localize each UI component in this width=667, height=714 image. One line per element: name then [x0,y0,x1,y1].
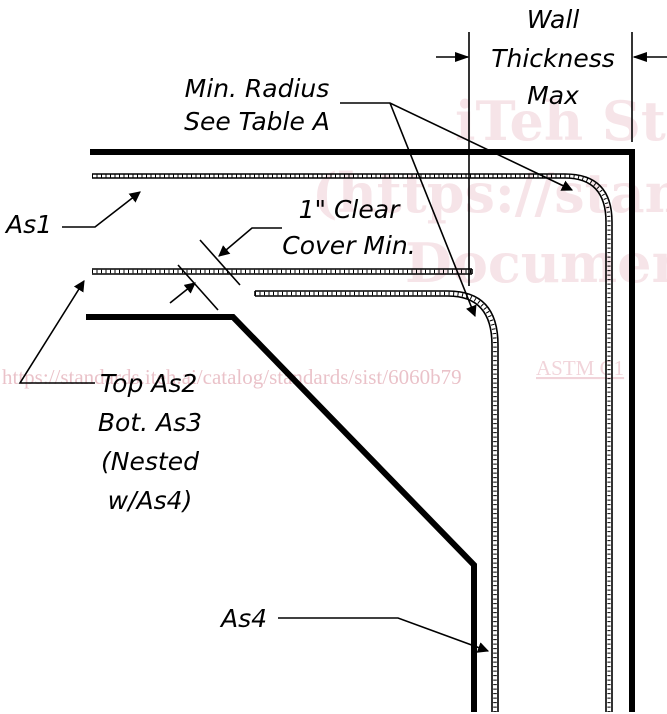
wall-thickness-dimension [436,32,667,286]
nested-label-line-2: w/As4) [108,486,193,515]
watermark-line-2: (https://stand [312,161,667,225]
min-radius-leaders [340,102,574,318]
rebar-as3 [254,290,499,712]
watermark-url: https://standards.iteh.ai/catalog/standa… [2,365,462,389]
watermark-code: ASTM C1 [536,356,624,380]
rebar-as1 [92,173,613,712]
wall-label-line-3: Max [527,81,579,110]
wall-label-line-1: Wall [527,5,580,34]
nested-label-line-1: (Nested [101,447,199,476]
rebar-as2 [92,268,473,275]
bot-as3-label: Bot. As3 [98,408,202,437]
as2-as3-leader [18,280,95,384]
clear-cover-dimension [169,227,282,311]
cover-label-line-2: Cover Min. [282,231,415,260]
radius-label-line-2: See Table A [184,107,330,136]
radius-label-line-1: Min. Radius [185,74,330,103]
haunch-line-as4 [86,314,477,712]
watermark-line-3: Document [405,231,667,295]
as4-label: As4 [219,604,267,633]
wall-label-line-2: Thickness [491,44,615,73]
as1-label: As1 [4,210,52,239]
cover-label-line-1: 1" Clear [299,195,401,224]
as1-leader [62,191,141,228]
top-as2-label: Top As2 [100,369,197,398]
outer-wall-line [90,149,635,712]
as4-leader [278,617,490,653]
